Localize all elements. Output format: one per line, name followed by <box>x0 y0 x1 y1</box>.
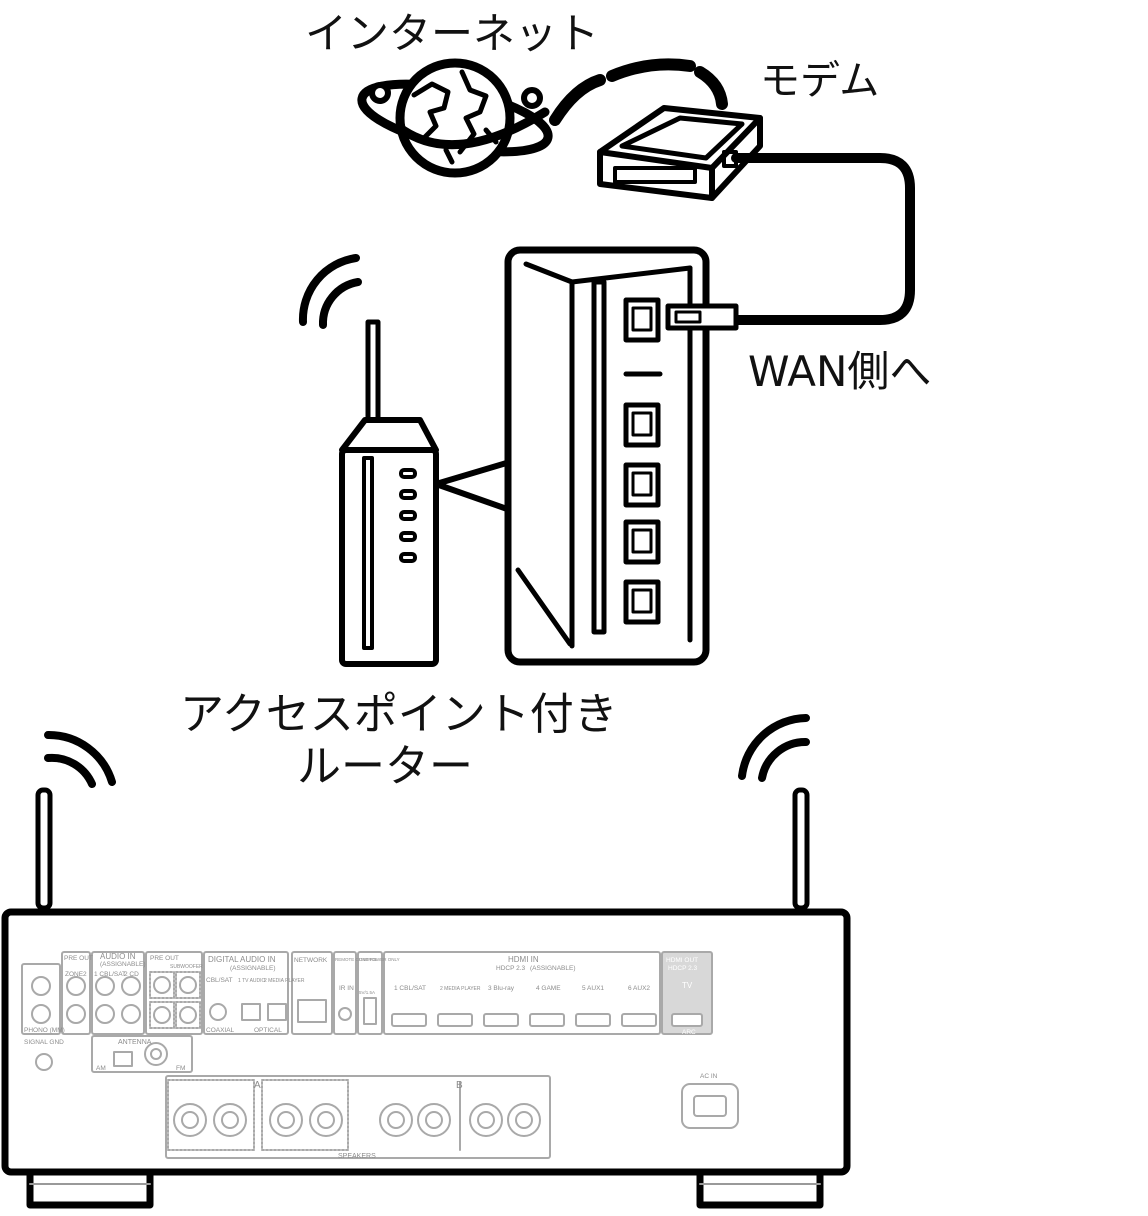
router-led <box>399 468 417 479</box>
panel-label-audio-input-2: 2 CD <box>124 971 139 978</box>
wan-port <box>623 297 661 343</box>
router-port-zoom <box>504 246 710 666</box>
panel-label-hdmi-input-1: 1 CBL/SAT <box>394 985 426 992</box>
wireless-link-icon <box>606 58 696 82</box>
panel-label-digital-input-3: 2 MEDIA PLAYER <box>264 978 305 984</box>
router-icon <box>339 319 439 667</box>
panel-label-arc: ARC <box>682 1029 696 1036</box>
wan-side-label: WAN側へ <box>748 347 932 396</box>
rear-panel-labels: PRE OUT ZONE2 AUDIO IN (ASSIGNABLE) 1 CB… <box>24 952 718 1160</box>
internet-label: インターネット <box>305 9 600 58</box>
panel-label-coaxial: COAXIAL <box>206 1027 235 1034</box>
panel-label-audio-input-1: 1 CBL/SAT <box>94 971 126 978</box>
panel-label-subwoofer: SUBWOOFER <box>170 964 203 970</box>
panel-label-hdmi-input-6: 6 AUX2 <box>628 985 650 992</box>
receiver-wifi-right-icon <box>738 714 810 782</box>
panel-label-usb: USB POWER ONLY <box>359 957 400 962</box>
panel-label-digital-audio-in: DIGITAL AUDIO IN <box>208 955 276 964</box>
panel-label-fm: FM <box>176 1065 185 1072</box>
panel-label-zone2: ZONE2 <box>65 971 87 978</box>
panel-label-speaker-b: B <box>456 1080 463 1091</box>
panel-label-remote-control: REMOTE CONTROL <box>335 957 378 962</box>
rear-panel-details <box>21 951 739 1159</box>
panel-label-audio-assignable: (ASSIGNABLE) <box>100 961 146 968</box>
lan-port <box>623 402 661 448</box>
modem-icon <box>597 105 763 201</box>
panel-label-speakers: SPEAKERS <box>338 1153 376 1160</box>
router-wifi-icon <box>298 254 362 329</box>
panel-label-digital-input-2: 1 TV AUDIO <box>238 978 266 984</box>
panel-label-tv: TV <box>682 981 693 990</box>
panel-label-pre-out-zone2: PRE OUT <box>64 955 93 962</box>
panel-label-signal-gnd: SIGNAL GND <box>24 1039 64 1046</box>
panel-label-hdmi-assignable: (ASSIGNABLE) <box>530 965 576 972</box>
panel-label-hdmi-input-2: 2 MEDIA PLAYER <box>440 986 481 992</box>
panel-label-pre-out: PRE OUT <box>150 955 179 962</box>
panel-label-phono: PHONO (MM) <box>24 1027 65 1034</box>
panel-label-ir-in: IR IN <box>339 985 354 992</box>
panel-label-network: NETWORK <box>294 957 328 964</box>
globe-icon <box>357 58 553 178</box>
panel-label-hdcp: HDCP 2.3 <box>496 965 526 972</box>
modem-label: モデム <box>760 58 880 104</box>
panel-label-speaker-a: A <box>254 1080 261 1091</box>
panel-label-digital-input-1: CBL/SAT <box>206 977 233 984</box>
panel-label-am: AM <box>96 1065 106 1072</box>
panel-label-antenna: ANTENNA <box>118 1039 152 1046</box>
panel-label-usb-rating: 5V/1.5A <box>359 990 375 995</box>
panel-label-hdmi-input-3: 3 Blu-ray <box>488 985 515 992</box>
panel-label-optical: OPTICAL <box>254 1027 282 1034</box>
av-receiver-rear-panel <box>1 908 851 1209</box>
panel-label-hdmi-in: HDMI IN <box>508 955 539 964</box>
panel-label-hdmi-out: HDMI OUT <box>666 957 698 964</box>
panel-label-hdmi-input-5: 5 AUX1 <box>582 985 604 992</box>
panel-label-digital-assignable: (ASSIGNABLE) <box>230 965 276 972</box>
router-label-line1: アクセスポイント付き <box>180 689 618 740</box>
panel-label-hdmi-out-hdcp: HDCP 2.3 <box>668 965 698 972</box>
panel-label-ac-in: AC IN <box>700 1073 718 1080</box>
panel-label-hdmi-input-4: 4 GAME <box>536 985 561 992</box>
receiver-wifi-left-icon <box>44 730 116 788</box>
panel-label-audio-in: AUDIO IN <box>100 952 136 961</box>
lan-cable-plug-icon <box>665 303 739 331</box>
router-label-line2: ルーター <box>297 741 473 792</box>
